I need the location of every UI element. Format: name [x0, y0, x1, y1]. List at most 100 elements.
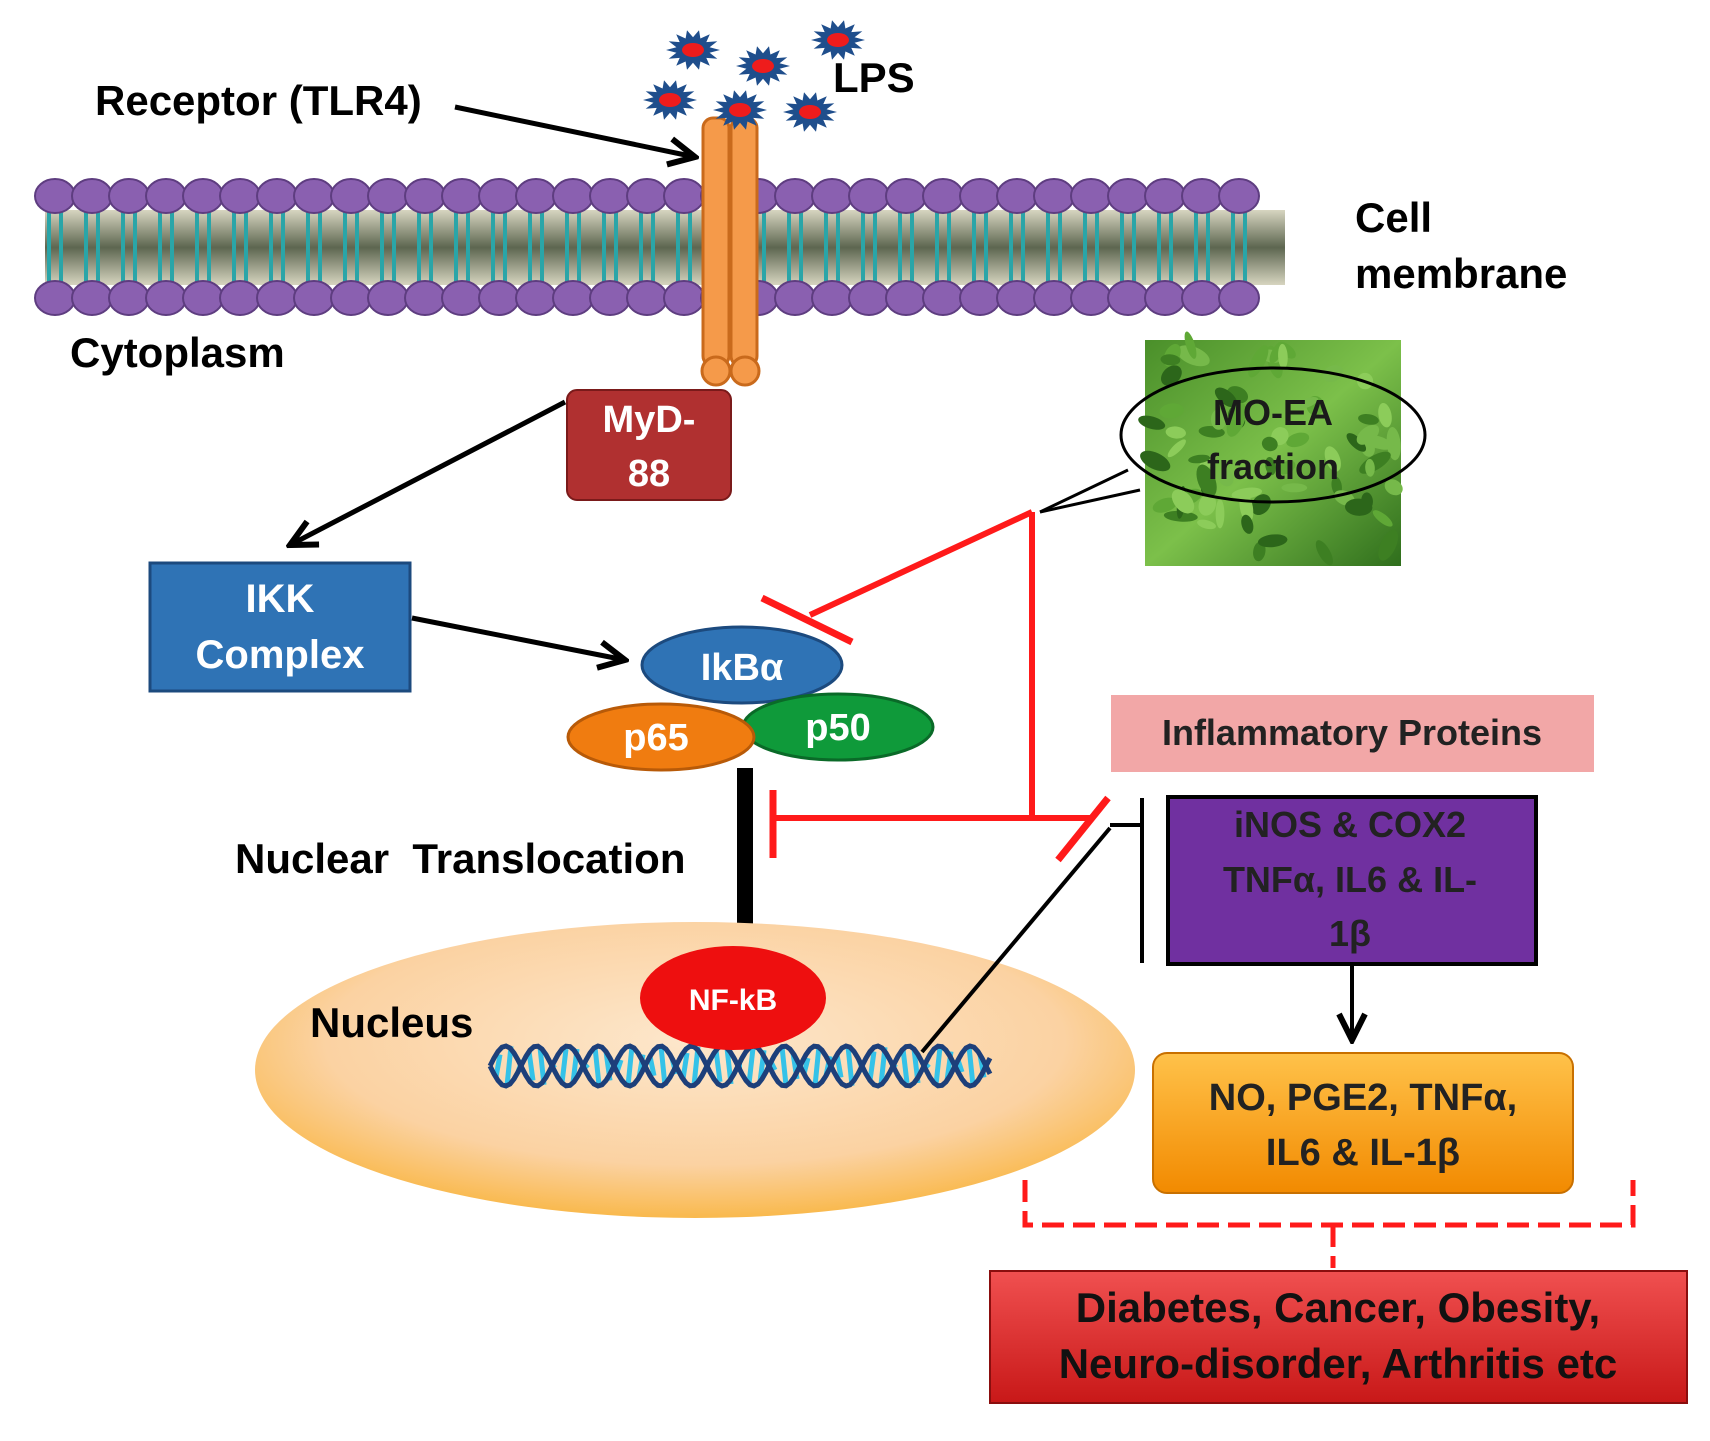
- leaflet: [1296, 397, 1319, 409]
- lipid-head: [293, 280, 335, 316]
- lps-core: [799, 105, 821, 119]
- leaflet: [1251, 494, 1271, 516]
- lipid-head: [108, 178, 150, 214]
- leaflet: [1358, 414, 1379, 425]
- dna-base-pair: [867, 1051, 877, 1081]
- lipid-head: [922, 280, 964, 316]
- leaflet: [1257, 534, 1288, 548]
- inhibition-lines: [760, 509, 1111, 863]
- leaflet: [1160, 354, 1181, 366]
- leaflet: [1265, 456, 1276, 476]
- proteins-line1: iNOS & COX2: [1234, 804, 1466, 845]
- lipid-tails: [47, 205, 1247, 290]
- lipid-head: [811, 178, 853, 214]
- dna-base-pair: [779, 1046, 789, 1086]
- myd88-to-ikk-arrow: [290, 399, 567, 545]
- lps-molecules: [643, 20, 865, 132]
- lipid-head: [1181, 280, 1223, 316]
- dna-base-pair: [680, 1052, 690, 1080]
- leaflet: [1218, 469, 1234, 487]
- lipid-head: [1144, 178, 1186, 214]
- lipid-head: [885, 178, 927, 214]
- ikba-subunit: [640, 625, 844, 705]
- nfkb-inactive-complex: IkBα p50 p65: [566, 625, 935, 772]
- cytoplasm-label: Cytoplasm: [70, 329, 285, 376]
- diseases-bracket: [1022, 1180, 1636, 1268]
- dna-strand: [487, 1043, 993, 1089]
- leaflet: [1215, 499, 1225, 529]
- cell-membrane-label-line1: Cell: [1355, 194, 1432, 241]
- leaflet: [1378, 402, 1392, 428]
- moringa-leaf-image: [1138, 331, 1403, 566]
- dna-base-pair: [592, 1046, 602, 1086]
- nuclear-translocation-label: Nuclear Translocation: [235, 835, 685, 882]
- leaflet: [1138, 415, 1166, 430]
- lipid-head: [626, 178, 668, 214]
- lipid-head: [71, 178, 113, 214]
- lipid-head: [367, 178, 409, 214]
- lipid-head: [441, 178, 483, 214]
- lipid-head: [330, 178, 372, 214]
- dna-base-pair: [713, 1049, 723, 1083]
- mediators-line2: IL6 & IL-1β: [1266, 1132, 1460, 1174]
- diseases-line1: Diabetes, Cancer, Obesity,: [1076, 1284, 1600, 1331]
- dna-base-pair: [625, 1045, 635, 1087]
- lipid-head: [515, 280, 557, 316]
- inhibit-ikba-bar: [760, 594, 854, 646]
- leaflet: [1159, 403, 1184, 419]
- lipid-head: [256, 178, 298, 214]
- lipid-head: [959, 280, 1001, 316]
- leaflet: [1345, 498, 1373, 516]
- nucleus-label: Nucleus: [310, 999, 473, 1046]
- lipid-head: [626, 280, 668, 316]
- lipid-head: [552, 280, 594, 316]
- leaflet: [1315, 540, 1334, 566]
- leaflet: [1384, 479, 1403, 496]
- cell-membrane: [34, 178, 1285, 316]
- lps-label: LPS: [833, 54, 915, 101]
- lps-core: [729, 103, 751, 117]
- lipid-head: [1070, 280, 1112, 316]
- leaflet: [1140, 450, 1171, 472]
- p65-subunit: [566, 702, 756, 772]
- lipid-head: [848, 280, 890, 316]
- lipid-heads-inner: [34, 280, 1260, 316]
- lipid-head: [293, 178, 335, 214]
- leaflet: [1210, 409, 1227, 430]
- lps-core: [682, 43, 704, 57]
- nfkb-label: NF-kB: [689, 984, 777, 1017]
- lipid-head: [663, 280, 705, 316]
- lipid-head: [34, 178, 76, 214]
- lps-core: [659, 93, 681, 107]
- inflammatory-mediators-box: NO, PGE2, TNFα, IL6 & IL-1β: [1152, 1052, 1574, 1194]
- lipid-head: [1144, 280, 1186, 316]
- diseases-line2: Neuro-disorder, Arthritis etc: [1059, 1340, 1618, 1387]
- leaflet: [1214, 387, 1238, 408]
- ikba-label: IkBα: [701, 647, 784, 689]
- myd88-label-line1: MyD-: [603, 399, 696, 441]
- leaflet: [1278, 460, 1296, 475]
- dna-base-pair: [746, 1047, 756, 1085]
- lipid-head: [34, 280, 76, 316]
- dna-helix: [487, 1043, 993, 1089]
- leaflet: [1226, 403, 1247, 437]
- diseases-box: Diabetes, Cancer, Obesity, Neuro-disorde…: [989, 1270, 1688, 1404]
- lipid-head: [182, 178, 224, 214]
- lipid-head: [959, 178, 1001, 214]
- leaflet: [1346, 433, 1367, 452]
- lipid-head: [922, 178, 964, 214]
- lipid-head: [108, 280, 150, 316]
- lipid-head: [441, 280, 483, 316]
- leaflet: [1161, 365, 1182, 386]
- tlr4-receptor: [700, 116, 761, 387]
- dna-base-pair: [812, 1045, 822, 1087]
- p50-label: p50: [805, 707, 870, 749]
- leaflet: [1261, 436, 1278, 452]
- leaflet: [1188, 454, 1211, 464]
- inflammatory-proteins-box: iNOS & COX2 TNFα, IL6 & IL- 1β: [1166, 795, 1538, 966]
- inhibit-ikba-line: [808, 509, 1034, 618]
- leaflet: [1281, 483, 1308, 493]
- lps-core: [752, 59, 774, 73]
- lipid-head: [1033, 280, 1075, 316]
